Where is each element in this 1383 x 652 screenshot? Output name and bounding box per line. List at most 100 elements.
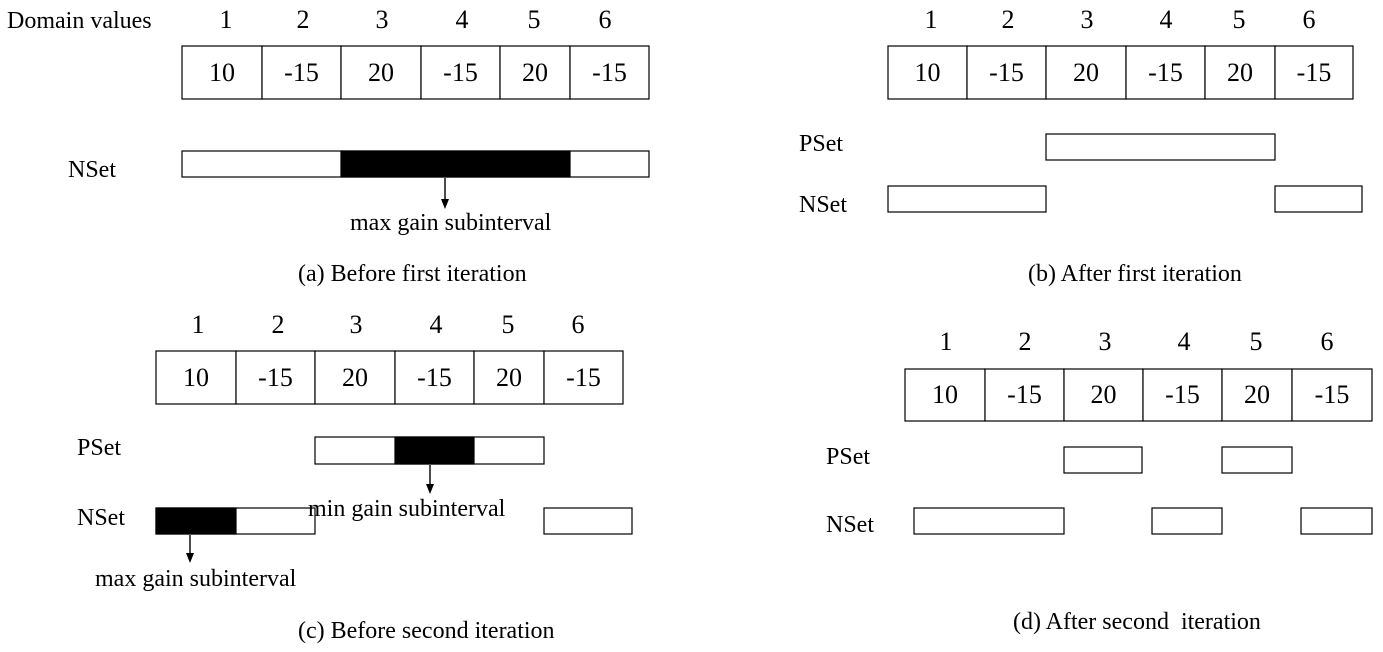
value-cell (984, 368, 1065, 422)
pset-interval (1221, 446, 1293, 474)
value-cell-text: -15 (417, 363, 452, 392)
value-cell-text: -15 (592, 58, 627, 87)
value-cell-text: 10 (183, 363, 209, 392)
nset-interval (1300, 507, 1373, 535)
value-cell-text: -15 (284, 58, 319, 87)
value-cell (1063, 368, 1144, 422)
value-cell (340, 45, 422, 100)
value-cell (1045, 45, 1127, 100)
arrow-down-icon (186, 553, 194, 563)
nset-highlighted-subinterval (340, 150, 571, 178)
pset-interval (1045, 133, 1276, 161)
value-cell (1221, 368, 1293, 422)
domain-index: 5 (502, 310, 515, 339)
value-cell-text: -15 (1297, 58, 1332, 87)
value-cell (569, 45, 650, 100)
value-cell-text: -15 (1315, 380, 1350, 409)
value-cell-text: 10 (209, 58, 235, 87)
value-cell-text: 20 (368, 58, 394, 87)
value-cell-text: -15 (1165, 380, 1200, 409)
nset-label: NSet (826, 512, 874, 538)
value-cell-text: 20 (496, 363, 522, 392)
value-cell (904, 368, 986, 422)
nset-highlighted-subinterval (155, 507, 237, 535)
panel-caption: (c) Before second iteration (298, 618, 555, 644)
domain-index: 6 (1321, 327, 1334, 356)
domain-index: 4 (1160, 5, 1173, 34)
nset-interval (1274, 185, 1363, 213)
panel-caption: (a) Before first iteration (298, 261, 527, 287)
value-cell (499, 45, 571, 100)
domain-index: 2 (1019, 327, 1032, 356)
pset-label: PSet (799, 131, 843, 157)
domain-values-label: Domain values (7, 8, 152, 34)
value-cell-text: 10 (932, 380, 958, 409)
domain-index: 1 (925, 5, 938, 34)
pset-highlighted-subinterval (394, 436, 475, 465)
pset-label: PSet (77, 435, 121, 461)
value-cell-text: -15 (258, 363, 293, 392)
value-cell (261, 45, 342, 100)
nset-interval (1151, 507, 1223, 535)
value-cell (1274, 45, 1354, 100)
domain-index: 5 (528, 5, 541, 34)
max-gain-subinterval-annotation: max gain subinterval (95, 566, 297, 592)
value-cell-text: 20 (1227, 58, 1253, 87)
value-cell-text: 20 (1073, 58, 1099, 87)
domain-index: 3 (1081, 5, 1094, 34)
value-cell (314, 350, 396, 405)
domain-index: 2 (297, 5, 310, 34)
value-cell-text: 20 (1244, 380, 1270, 409)
value-cell (235, 350, 316, 405)
nset-label: NSet (799, 192, 847, 218)
nset-label: NSet (68, 157, 116, 183)
value-cell (1125, 45, 1206, 100)
value-cell (473, 350, 545, 405)
value-cell (181, 45, 263, 100)
arrow-down-icon (426, 484, 434, 494)
domain-index: 6 (599, 5, 612, 34)
value-cell (966, 45, 1047, 100)
value-cell-text: 20 (1091, 380, 1117, 409)
domain-index: 2 (1002, 5, 1015, 34)
value-cell-text: -15 (443, 58, 478, 87)
domain-index: 4 (430, 310, 443, 339)
domain-index: 6 (572, 310, 585, 339)
value-cell-text: -15 (1148, 58, 1183, 87)
domain-index: 4 (456, 5, 469, 34)
domain-index: 3 (1099, 327, 1112, 356)
domain-index: 2 (272, 310, 285, 339)
nset-interval (543, 507, 633, 535)
value-cell (1291, 368, 1373, 422)
nset-interval (913, 507, 1065, 535)
max-gain-subinterval-annotation: max gain subinterval (350, 210, 552, 236)
domain-index: 1 (220, 5, 233, 34)
value-cell (394, 350, 475, 405)
value-cell-text: 10 (915, 58, 941, 87)
value-cell (155, 350, 237, 405)
value-cell-text: 20 (342, 363, 368, 392)
domain-index: 1 (940, 327, 953, 356)
arrow-down-icon (441, 199, 449, 209)
domain-index: 3 (350, 310, 363, 339)
panel-caption: (d) After second iteration (1013, 609, 1261, 635)
value-cell-text: -15 (1007, 380, 1042, 409)
min-gain-subinterval-annotation: min gain subinterval (308, 496, 506, 522)
domain-index: 6 (1303, 5, 1316, 34)
value-cell-text: -15 (989, 58, 1024, 87)
value-cell-text: -15 (566, 363, 601, 392)
value-cell-text: 20 (522, 58, 548, 87)
nset-label: NSet (77, 505, 125, 531)
domain-index: 3 (376, 5, 389, 34)
value-cell (1142, 368, 1223, 422)
nset-interval (887, 185, 1047, 213)
domain-index: 5 (1250, 327, 1263, 356)
domain-index: 1 (192, 310, 205, 339)
pset-label: PSet (826, 444, 870, 470)
value-cell (543, 350, 624, 405)
